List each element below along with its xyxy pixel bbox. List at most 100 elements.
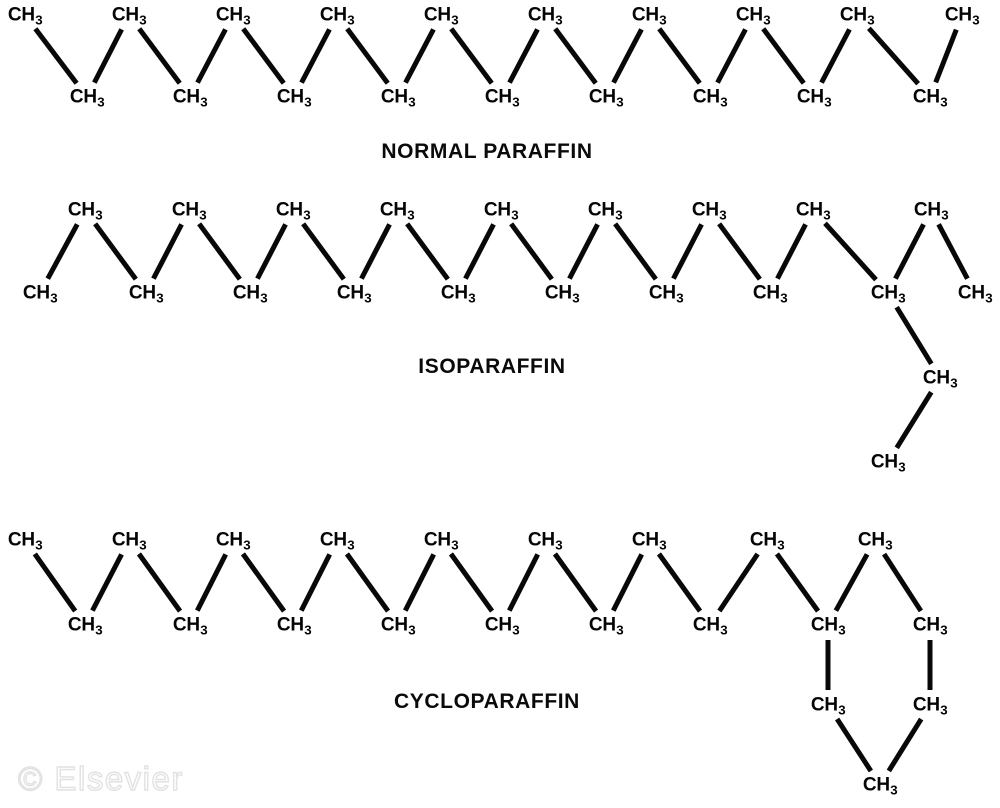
methyl-subscript: 3 [243,12,251,28]
chemical-bond [552,552,599,613]
methyl-subscript: 3 [885,537,893,553]
chemical-bond [255,223,288,280]
structure-caption-cycloparaffin: CYCLOPARAFFIN [394,690,580,713]
chemical-bond [195,553,228,612]
chemical-bond [717,222,762,281]
methyl-group-label: CH3 [111,529,147,553]
methyl-group-label: CH3 [380,614,416,638]
methyl-subscript: 3 [199,207,207,223]
methyl-group-label: CH3 [128,282,164,306]
methyl-group-label: CH3 [749,529,785,553]
chemical-bond [345,27,390,85]
chemical-bond [240,552,287,613]
methyl-subscript: 3 [676,290,684,306]
chemical-bond [611,553,644,612]
methyl-group-label: CH3 [275,199,311,223]
chemical-bond [715,28,748,84]
chemical-bond [45,223,80,280]
methyl-subscript: 3 [719,207,727,223]
methyl-subscript: 3 [720,622,728,638]
chemical-bond [33,27,79,85]
methyl-subscript: 3 [407,207,415,223]
methyl-group-label: CH3 [922,367,958,391]
methyl-group-label: CH3 [67,199,103,223]
methyl-group-label: CH3 [912,694,948,718]
chemical-bond [775,223,808,280]
chemical-bond [894,390,934,450]
chemical-bond [463,223,496,280]
methyl-group-label: CH3 [631,4,667,28]
chemical-bond [823,221,878,282]
methyl-group-label: CH3 [336,282,372,306]
methyl-group-label: CH3 [692,614,728,638]
methyl-group-label: CH3 [691,199,727,223]
methyl-subscript: 3 [555,537,563,553]
methyl-group-label: CH3 [944,4,980,28]
chemical-bond [613,222,658,281]
methyl-group-label: CH3 [527,529,563,553]
chemical-bond [717,552,760,613]
methyl-group-label: CH3 [379,199,415,223]
chemical-bond [671,223,704,280]
methyl-group-label: CH3 [440,282,476,306]
chemical-bond [301,222,346,281]
methyl-group-label: CH3 [588,86,624,110]
methyl-group-label: CH3 [172,614,208,638]
structure-caption-isoparaffin: ISOPARAFFIN [418,355,566,378]
chemical-bond [136,552,183,613]
chemical-bond [819,28,852,84]
methyl-group-label: CH3 [912,614,948,638]
methyl-subscript: 3 [720,94,728,110]
chemical-bond [405,222,450,281]
methyl-subscript: 3 [511,207,519,223]
methyl-subscript: 3 [940,94,948,110]
methyl-subscript: 3 [243,537,251,553]
methyl-subscript: 3 [616,94,624,110]
methyl-subscript: 3 [555,12,563,28]
methyl-subscript: 3 [156,290,164,306]
methyl-group-label: CH3 [588,614,624,638]
methyl-subscript: 3 [260,290,268,306]
methyl-group-label: CH3 [752,282,788,306]
chemical-bond [867,26,920,86]
methyl-subscript: 3 [763,12,771,28]
methyl-subscript: 3 [940,622,948,638]
chemical-bond [197,222,242,281]
methyl-subscript: 3 [972,12,980,28]
chemical-bond [893,223,926,280]
chemical-bond [241,27,286,85]
chemical-bond [507,28,540,84]
methyl-group-label: CH3 [319,4,355,28]
methyl-subscript: 3 [303,207,311,223]
methyl-group-label: CH3 [380,86,416,110]
methyl-group-label: CH3 [483,199,519,223]
methyl-group-label: CH3 [587,199,623,223]
methyl-group-label: CH3 [631,529,667,553]
methyl-group-label: CH3 [913,199,949,223]
methyl-group-label: CH3 [527,4,563,28]
methyl-group-label: CH3 [484,86,520,110]
chemical-bond [195,28,228,84]
methyl-subscript: 3 [364,290,372,306]
methyl-group-label: CH3 [69,86,105,110]
methyl-subscript: 3 [35,537,43,553]
methyl-group-label: CH3 [839,4,875,28]
chemical-bond [403,553,436,612]
methyl-group-label: CH3 [172,86,208,110]
chemical-bond [299,553,332,612]
methyl-subscript: 3 [200,94,208,110]
methyl-subscript: 3 [97,94,105,110]
chemical-bond [509,222,554,281]
chemical-bond [92,28,124,84]
methyl-subscript: 3 [408,94,416,110]
chemical-bond [553,27,598,85]
methyl-group-label: CH3 [111,4,147,28]
methyl-subscript: 3 [890,782,898,798]
methyl-subscript: 3 [347,537,355,553]
methyl-subscript: 3 [898,290,906,306]
chemical-bond [894,305,934,366]
methyl-subscript: 3 [451,12,459,28]
methyl-group-label: CH3 [648,282,684,306]
